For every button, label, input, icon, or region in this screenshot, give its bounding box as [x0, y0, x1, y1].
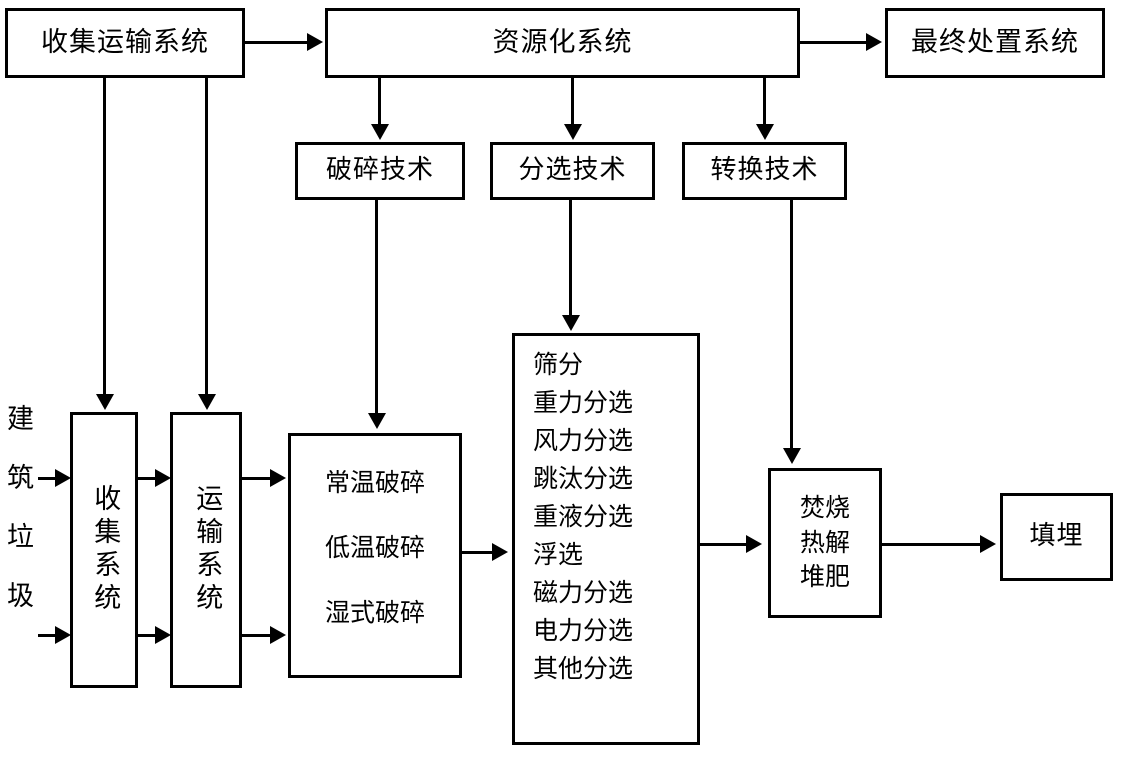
arrow-head-right: [55, 626, 71, 644]
node-conversion-methods[interactable]: 焚烧 热解 堆肥: [768, 468, 882, 618]
conversion-method-item: 热解: [799, 527, 850, 557]
connector-line: [205, 78, 208, 396]
connector-line: [242, 477, 272, 480]
arrow-head-right: [155, 626, 171, 644]
arrow-head-right: [307, 33, 323, 51]
node-landfill[interactable]: 填埋: [1000, 493, 1113, 581]
sorting-method-item: 风力分选: [533, 426, 634, 455]
arrow-head-down: [783, 448, 801, 464]
connector-line: [378, 78, 381, 126]
sorting-method-item: 跳汰分选: [533, 464, 634, 493]
crushing-method-item: 湿式破碎: [324, 597, 425, 627]
arrow-head-down: [562, 315, 580, 331]
sorting-method-item: 重液分选: [533, 502, 634, 531]
arrow-head-down: [756, 124, 774, 140]
node-label: 填埋: [1029, 521, 1084, 552]
arrow-head-down: [96, 394, 114, 410]
crushing-method-item: 常温破碎: [324, 467, 425, 497]
connector-line: [569, 200, 572, 317]
connector-line: [38, 634, 58, 637]
node-final-disposal-system[interactable]: 最终处置系统: [885, 8, 1105, 78]
arrow-head-down: [368, 413, 386, 429]
node-sorting-technology[interactable]: 分选技术: [490, 142, 655, 200]
node-resource-system[interactable]: 资源化系统: [325, 8, 800, 78]
arrow-head-right: [55, 469, 71, 487]
node-collection-system[interactable]: 收集系统: [70, 412, 138, 688]
connector-line: [138, 477, 158, 480]
arrow-head-right: [980, 535, 996, 553]
arrow-head-right: [270, 626, 286, 644]
node-transport-system[interactable]: 运输系统: [170, 412, 242, 688]
connector-line: [700, 543, 748, 546]
connector-line: [242, 634, 272, 637]
crushing-method-item: 低温破碎: [324, 532, 425, 562]
sorting-method-item: 浮选: [533, 540, 584, 569]
input-label-construction-waste: 建筑垃圾: [2, 404, 33, 640]
connector-line: [375, 200, 378, 415]
sorting-method-item: 电力分选: [533, 616, 634, 645]
connector-line: [790, 200, 793, 450]
connector-line: [462, 551, 494, 554]
sorting-method-item: 重力分选: [533, 388, 634, 417]
arrow-head-right: [270, 469, 286, 487]
node-label: 分选技术: [518, 155, 627, 186]
node-label: 收集系统: [89, 484, 121, 616]
node-label: 转换技术: [710, 155, 819, 186]
connector-line: [571, 78, 574, 126]
connector-line: [800, 41, 868, 44]
arrow-head-right: [746, 535, 762, 553]
arrow-head-down: [564, 124, 582, 140]
node-label: 资源化系统: [492, 26, 633, 58]
arrow-head-down: [198, 394, 216, 410]
node-label: 破碎技术: [325, 155, 434, 186]
node-conversion-technology[interactable]: 转换技术: [682, 142, 847, 200]
sorting-method-item: 其他分选: [533, 654, 634, 683]
arrow-head-down: [371, 124, 389, 140]
node-label: 运输系统: [191, 484, 223, 616]
sorting-method-item: 磁力分选: [533, 578, 634, 607]
arrow-head-right: [155, 469, 171, 487]
sorting-method-item: 筛分: [533, 350, 584, 379]
node-label: 收集运输系统: [41, 26, 209, 58]
connector-line: [245, 41, 309, 44]
connector-line: [38, 477, 58, 480]
node-collection-transport-system[interactable]: 收集运输系统: [5, 8, 245, 78]
node-crushing-technology[interactable]: 破碎技术: [295, 142, 465, 200]
connector-line: [763, 78, 766, 126]
connector-line: [138, 634, 158, 637]
conversion-method-item: 焚烧: [799, 493, 850, 523]
arrow-head-right: [866, 33, 882, 51]
arrow-head-right: [492, 543, 508, 561]
connector-line: [882, 543, 982, 546]
node-sorting-methods[interactable]: 筛分 重力分选 风力分选 跳汰分选 重液分选 浮选 磁力分选 电力分选 其他分选: [512, 333, 700, 745]
node-label: 最终处置系统: [911, 26, 1079, 58]
conversion-method-item: 堆肥: [799, 562, 850, 592]
node-crushing-methods[interactable]: 常温破碎 低温破碎 湿式破碎: [288, 433, 462, 678]
connector-line: [103, 78, 106, 396]
